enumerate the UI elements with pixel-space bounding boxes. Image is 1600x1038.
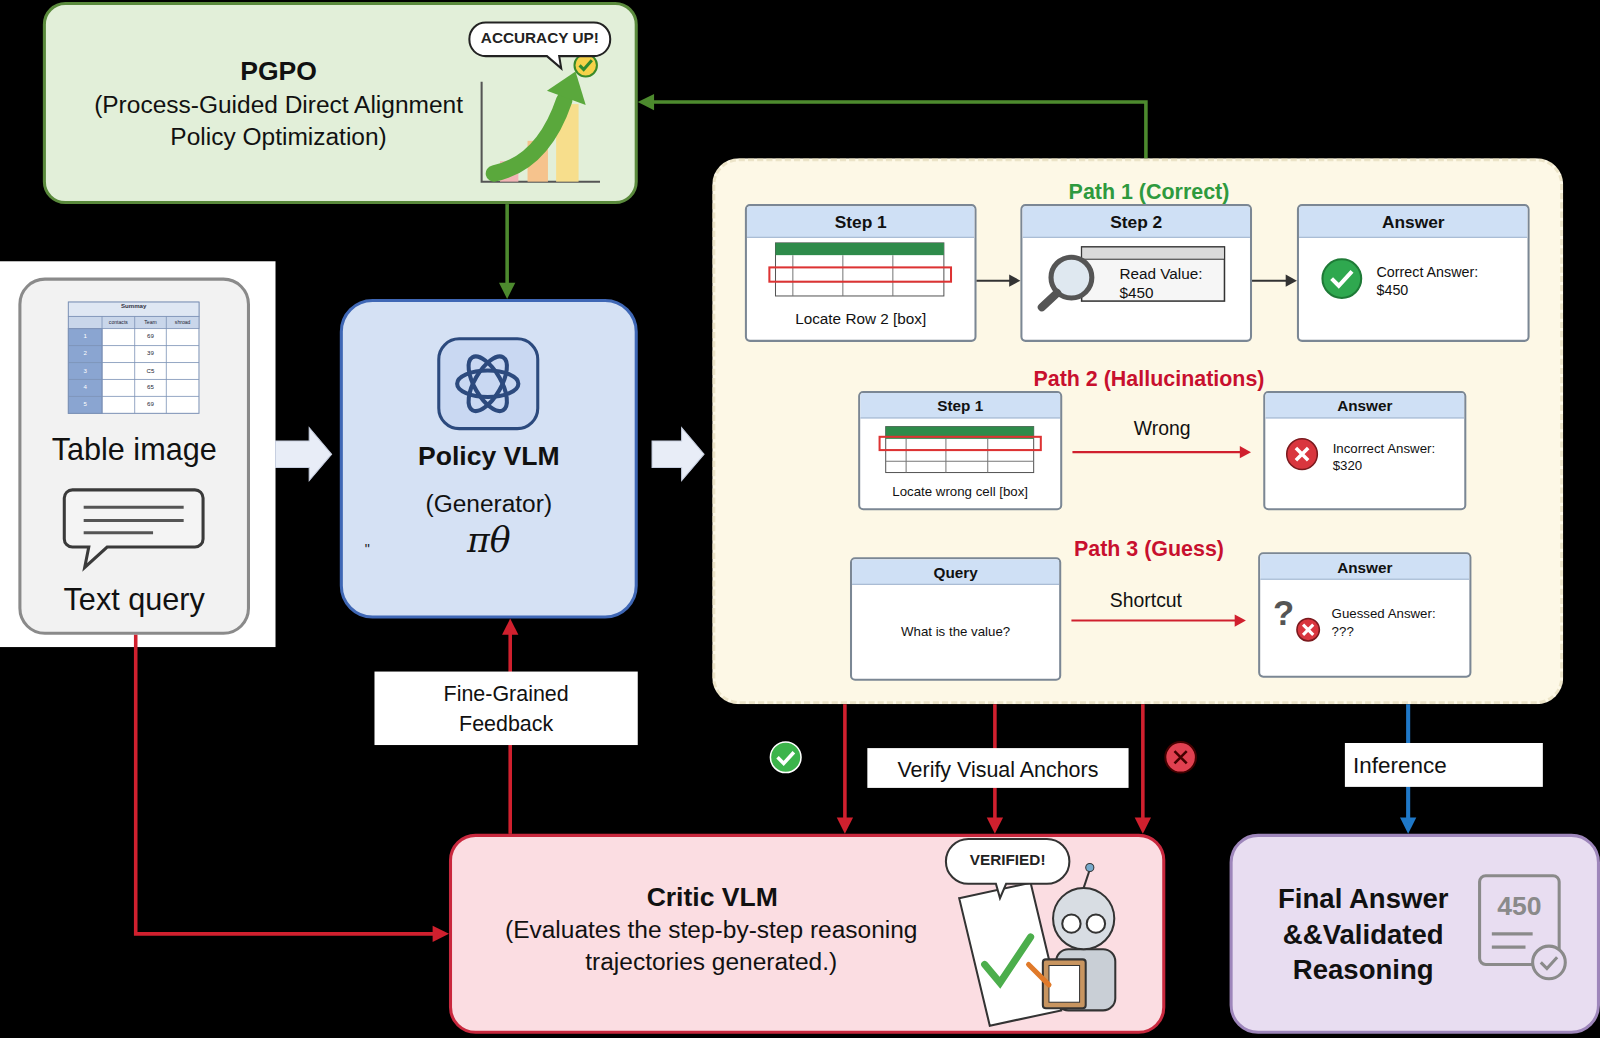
pass-mark-part (778, 752, 794, 763)
edge-label: Inference (1345, 743, 1543, 787)
node-text: Incorrect Answer: $320 (1333, 441, 1464, 475)
table-cell: 39 (135, 350, 167, 357)
node-text: (Process-Guided Direct Alignment Policy … (79, 90, 479, 153)
arrow-head (837, 818, 853, 834)
node-title: Step 2 (1022, 211, 1250, 233)
icon-text: 450 (1485, 891, 1554, 923)
block-arrow (276, 428, 332, 481)
edge-label: Fine-Grained Feedback (374, 672, 637, 745)
node-title: Answer (1265, 396, 1464, 416)
step-box: Step 2 Read Value: $450 (1020, 204, 1252, 342)
node-text: Locate wrong cell [box] (860, 484, 1060, 501)
fail-mark-part (1174, 751, 1186, 763)
node-title: Answer (1260, 557, 1469, 577)
node-title: Step 1 (747, 211, 975, 233)
table-cell: 3 (68, 367, 102, 374)
answer-box: AnswerIncorrect Answer: $320 (1263, 391, 1466, 510)
model-box: Policy VLM (Generator)πθ (340, 299, 638, 618)
arrow-line (649, 102, 1146, 158)
node-title: Step 1 (860, 396, 1060, 416)
arrow-head (638, 94, 654, 110)
table-cell: Summay (68, 303, 199, 310)
table-cell: 1 (68, 333, 102, 340)
edge-label: Wrong (1101, 415, 1223, 442)
arrow-head (502, 618, 518, 634)
input-backdrop (0, 261, 276, 647)
step-box: Step 1 Locate Row 2 [box] (745, 204, 977, 342)
block-arrow-shape (652, 428, 704, 481)
table-cell: C5 (135, 367, 167, 374)
node-text: Locate Row 2 [box] (747, 308, 975, 328)
table-cell: 5 (68, 401, 102, 408)
node-title: Query (852, 562, 1059, 582)
block-arrow (652, 428, 704, 481)
arrow-line (505, 204, 509, 287)
arrow-head (1400, 818, 1416, 834)
bubble-text: VERIFIED! (954, 851, 1061, 869)
block-arrow-shape (276, 428, 332, 481)
arrow-line (1141, 704, 1145, 822)
node-title: Path 1 (Correct) (902, 179, 1396, 206)
flow-arrow (837, 704, 853, 834)
node-text: Correct Answer: $450 (1377, 263, 1510, 300)
node-title: PGPO (79, 54, 479, 88)
pass-mark-part (770, 742, 801, 773)
table-cell: 4 (68, 384, 102, 391)
table-cell: shroad (166, 318, 199, 324)
table-cell: 69 (135, 333, 167, 340)
bubble-text: ACCURACY UP! (469, 29, 610, 47)
arrow-head (1135, 818, 1151, 834)
query-box: QueryWhat is the value? (850, 557, 1061, 680)
icon-text: " (361, 541, 373, 558)
node-title: Answer (1299, 211, 1528, 233)
table-cell: 65 (135, 384, 167, 391)
result-box: Final Answer &&Validated Reasoning (1230, 834, 1600, 1034)
input-box: Table imageText query (18, 278, 250, 635)
table-cell: 2 (68, 350, 102, 357)
node-text: Read Value: $450 (1119, 263, 1221, 302)
table-cell: Team (135, 318, 167, 324)
node-text: Guessed Answer: ??? (1332, 606, 1454, 640)
table-cell: contacts (102, 318, 135, 324)
table-cell: 69 (135, 401, 167, 408)
node-title: Table image (21, 431, 247, 470)
node-title: Critic VLM (493, 881, 932, 915)
flow-arrow (1135, 704, 1151, 834)
node-text: Path 3 (Guess) (902, 536, 1396, 563)
node-text: (Evaluates the step-by-step reasoning tr… (489, 914, 934, 977)
critic-box: Critic VLM(Evaluates the step-by-step re… (449, 834, 1165, 1034)
step-box: Step 1 Locate wrong cell [box] (858, 391, 1062, 510)
node-text: (Generator) (343, 489, 635, 520)
flow-arrow (638, 94, 1146, 158)
fail-mark-part (1165, 742, 1196, 773)
node-text: πθ (343, 518, 635, 562)
node-title: Policy VLM (343, 440, 635, 474)
edge-label: Shortcut (1085, 588, 1207, 615)
node-text: Text query (21, 581, 247, 620)
node-title: Final Answer &&Validated Reasoning (1270, 882, 1456, 988)
icon-text: ? (1268, 592, 1299, 634)
arrow-line (843, 704, 847, 822)
answer-box: AnswerCorrect Answer: $450 (1297, 204, 1530, 342)
pass-mark (770, 742, 801, 773)
arrow-head (433, 926, 449, 942)
flow-arrow (499, 204, 515, 299)
node-text: Path 2 (Hallucinations) (902, 365, 1396, 392)
arrow-head (987, 818, 1003, 834)
node-text: What is the value? (852, 624, 1059, 641)
arrow-head (499, 283, 515, 299)
edge-label: Verify Visual Anchors (867, 748, 1128, 788)
fail-mark (1165, 742, 1196, 773)
